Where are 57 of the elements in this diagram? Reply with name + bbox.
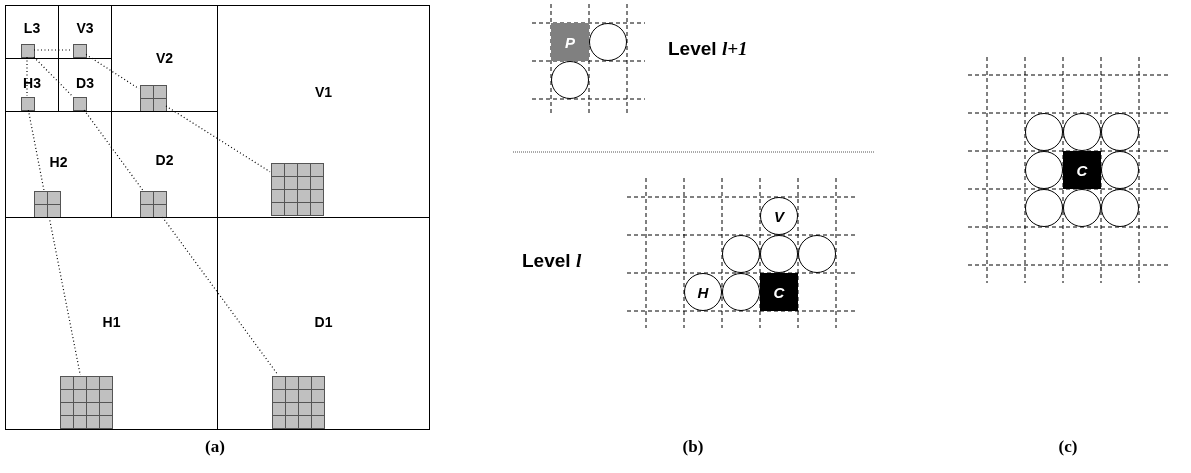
panel-caption: (c) (1058, 437, 1078, 457)
coefficient-grid (271, 163, 324, 216)
circle (1101, 151, 1139, 189)
circle (1063, 189, 1101, 227)
dotted-connector (161, 216, 279, 376)
circle (760, 235, 798, 273)
pixel-square: C (760, 273, 798, 311)
panel-caption: (b) (682, 437, 704, 457)
dotted-connector (165, 105, 271, 173)
subband-label: V3 (75, 20, 95, 36)
coefficient-square (73, 44, 87, 58)
circle (589, 23, 627, 61)
circle (1025, 151, 1063, 189)
coefficient-square (21, 97, 35, 111)
dotted-connector (83, 109, 144, 191)
dotted-connector (33, 49, 73, 51)
subband-label: D3 (75, 75, 95, 91)
dotted-connector (33, 56, 73, 97)
dotted-connector (27, 109, 45, 191)
subband-label: D2 (154, 152, 175, 168)
subband-cell (58, 5, 112, 59)
coefficient-grid (34, 191, 61, 218)
pixel-square: P (551, 23, 589, 61)
subband-cell (111, 5, 218, 112)
pixel-square: C (1063, 151, 1101, 189)
circle (1063, 113, 1101, 151)
level-label: Level l+1 (668, 38, 748, 60)
subband-label: H2 (48, 154, 69, 170)
subband-cell (5, 5, 59, 59)
subband-label: L3 (22, 20, 42, 36)
coefficient-grid (140, 191, 167, 218)
coefficient-grid (60, 376, 113, 429)
coefficient-square (73, 97, 87, 111)
circle (1025, 113, 1063, 151)
coefficient-grid (272, 376, 325, 429)
subband-label: H1 (101, 314, 122, 330)
subband-cell (217, 217, 430, 430)
subband-cell (5, 217, 218, 430)
subband-label: V2 (154, 50, 175, 66)
panel-caption: (a) (205, 437, 225, 457)
subband-label: V1 (313, 84, 334, 100)
coefficient-square (21, 44, 35, 58)
subband-cell (217, 5, 430, 218)
circle (798, 235, 836, 273)
labeled-circle: H (684, 273, 722, 311)
circle (1025, 189, 1063, 227)
dotted-connector (85, 53, 140, 90)
circle (722, 235, 760, 273)
subband-label: D1 (313, 314, 334, 330)
circle (1101, 189, 1139, 227)
circle (1101, 113, 1139, 151)
circle (551, 61, 589, 99)
coefficient-grid (140, 85, 167, 112)
level-label: Level l (522, 250, 582, 272)
subband-label: H3 (22, 75, 42, 91)
labeled-circle: V (760, 197, 798, 235)
circle (722, 273, 760, 311)
